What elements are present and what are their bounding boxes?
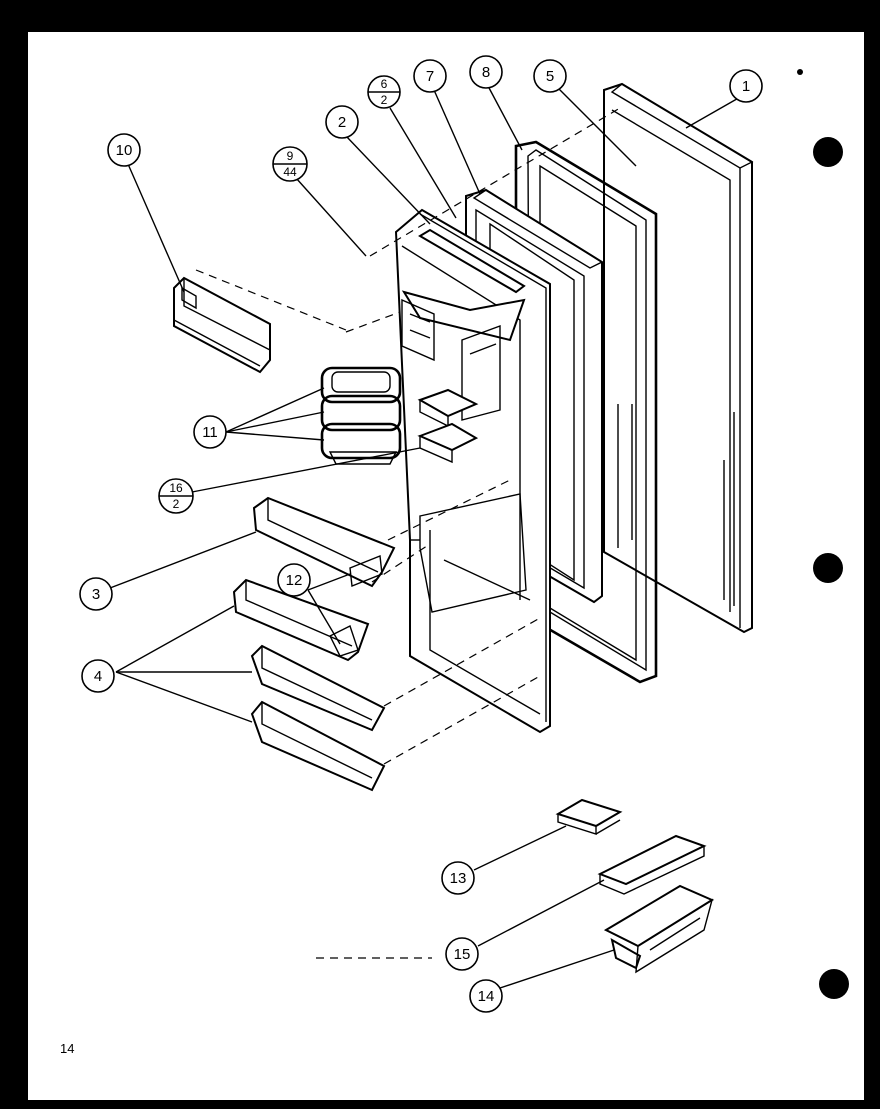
- callout-14: 14: [469, 979, 503, 1013]
- callout-2: 2: [325, 105, 359, 139]
- callout-9-over-44-bottom: 44: [283, 165, 297, 179]
- callout-10-label: 10: [116, 142, 133, 159]
- callout-9-over-44: 9 44: [272, 146, 308, 182]
- callout-10: 10: [107, 133, 141, 167]
- callout-11-label: 11: [202, 424, 218, 441]
- callout-7-label: 7: [426, 68, 434, 85]
- callout-15: 15: [445, 937, 479, 971]
- callout-6-over-2: 6 2: [367, 75, 401, 109]
- outer-door-panel: [603, 82, 754, 634]
- callout-13: 13: [441, 861, 475, 895]
- ice-tray: [555, 798, 623, 835]
- callout-1-label: 1: [742, 78, 750, 95]
- callout-3: 3: [79, 577, 113, 611]
- callout-5-label: 5: [546, 68, 554, 85]
- callout-14-label: 14: [478, 988, 495, 1005]
- callout-16-over-2-top: 16: [169, 481, 183, 495]
- callout-6-over-2-top: 6: [381, 77, 388, 91]
- callout-8-label: 8: [482, 64, 490, 81]
- callout-8: 8: [469, 55, 503, 89]
- callout-1: 1: [729, 69, 763, 103]
- callout-2-label: 2: [338, 114, 346, 131]
- callout-3-label: 3: [92, 586, 100, 603]
- callout-4-label: 4: [94, 668, 102, 685]
- inner-door-shell: [394, 208, 551, 734]
- callout-11: 11: [193, 415, 227, 449]
- door-cups: [417, 388, 479, 464]
- binder-hole-middle: [813, 553, 843, 583]
- callout-12: 12: [277, 563, 311, 597]
- binder-hole-top: [813, 137, 843, 167]
- door-bins: [232, 578, 386, 792]
- callout-4: 4: [81, 659, 115, 693]
- ice-bucket: [603, 884, 715, 974]
- callout-12-label: 12: [286, 572, 303, 589]
- callout-15-label: 15: [454, 946, 471, 963]
- callout-16-over-2: 16 2: [158, 478, 194, 514]
- callout-13-label: 13: [450, 870, 467, 887]
- dashed-guides: [195, 107, 621, 959]
- binder-hole-bottom: [819, 969, 849, 999]
- page-number: 14: [60, 1041, 74, 1056]
- callout-6-over-2-bottom: 2: [381, 93, 388, 107]
- callout-16-over-2-bottom: 2: [173, 497, 180, 511]
- dairy-door: [173, 276, 271, 374]
- speck-mark: [797, 69, 803, 75]
- callout-9-over-44-top: 9: [287, 149, 294, 163]
- callout-7: 7: [413, 59, 447, 93]
- leader-lines: [109, 85, 743, 989]
- callout-5: 5: [533, 59, 567, 93]
- ice-bin-cover: [597, 834, 707, 895]
- upper-door-bin: [252, 496, 396, 588]
